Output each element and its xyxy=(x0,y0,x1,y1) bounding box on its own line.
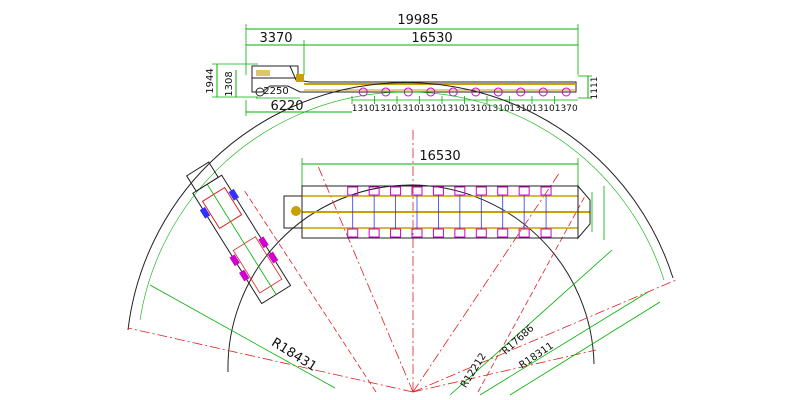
radius-lines xyxy=(127,130,677,396)
label-deck-height: 1111 xyxy=(590,77,600,100)
side-wheel xyxy=(538,87,548,97)
trailer-deck-plan xyxy=(283,184,591,240)
axle-spacing-label: 1310 xyxy=(419,104,442,114)
plan-view: R18431 R12212 R17686 R18311 16530 xyxy=(127,82,677,396)
label-front-overhang: 6220 xyxy=(270,99,303,114)
axle-spacing-label: 1310 xyxy=(374,104,397,114)
radius-labels: R18431 R12212 R17686 R18311 xyxy=(269,323,556,390)
side-wheel xyxy=(561,87,571,97)
side-wheel xyxy=(358,87,368,97)
plan-wheel-right xyxy=(454,228,466,238)
label-overall-length: 19985 xyxy=(397,13,438,28)
plan-wheel-left xyxy=(432,186,444,196)
label-kingpin-offset: 2250 xyxy=(263,86,288,97)
plan-axles xyxy=(347,186,552,238)
label-deck-length-side: 16530 xyxy=(411,31,452,46)
plan-wheel-right xyxy=(411,228,423,238)
turning-arcs xyxy=(127,82,674,373)
plan-wheel-left xyxy=(497,186,509,196)
label-deck-length-plan: 16530 xyxy=(419,149,460,164)
label-radius-4: R18311 xyxy=(517,341,555,372)
inner-swept-arc xyxy=(227,184,595,373)
plan-wheel-right xyxy=(368,228,380,238)
dim-heights: 1944 1308 1111 xyxy=(205,63,600,100)
dim-sections: 3370 16530 xyxy=(246,31,578,75)
side-view: 19985 3370 16530 1944 1308 1111 xyxy=(205,13,600,116)
side-wheel xyxy=(381,87,391,97)
axle-spacing-label: 1370 xyxy=(555,104,578,114)
dim-deck-length-plan: 16530 xyxy=(301,149,605,240)
outer-swept-arc xyxy=(127,82,674,331)
plan-wheel-right xyxy=(540,228,552,238)
plan-wheel-right xyxy=(432,228,444,238)
plan-wheel-left xyxy=(390,186,402,196)
plan-wheel-left xyxy=(411,186,423,196)
plan-wheel-right xyxy=(497,228,509,238)
axle-spacing-label: 1310 xyxy=(352,104,375,114)
trailer-side-profile xyxy=(251,65,577,97)
plan-wheel-left xyxy=(475,186,487,196)
plan-wheel-left xyxy=(540,186,552,196)
axle-spacing-label: 1310 xyxy=(532,104,555,114)
plan-wheel-right xyxy=(347,228,359,238)
plan-wheel-left xyxy=(518,186,530,196)
dim-front: 2250 6220 xyxy=(245,86,352,116)
axle-spacing-label: 1310 xyxy=(509,104,532,114)
label-gooseneck-height: 1308 xyxy=(224,71,235,96)
dim-overall-length: 19985 xyxy=(245,13,579,75)
side-axles xyxy=(358,87,571,97)
axle-spacing-label: 1310 xyxy=(464,104,487,114)
label-overall-height: 1944 xyxy=(205,68,216,93)
side-wheel xyxy=(493,87,503,97)
tractor-plan xyxy=(185,161,292,305)
side-wheel xyxy=(426,87,436,97)
axle-spacing-label: 1310 xyxy=(397,104,420,114)
axle-spacing-label: 1310 xyxy=(487,104,510,114)
plan-wheel-right xyxy=(475,228,487,238)
side-wheel xyxy=(516,87,526,97)
axle-spacing-label: 1310 xyxy=(442,104,465,114)
label-front-section: 3370 xyxy=(259,31,292,46)
plan-wheel-right xyxy=(390,228,402,238)
